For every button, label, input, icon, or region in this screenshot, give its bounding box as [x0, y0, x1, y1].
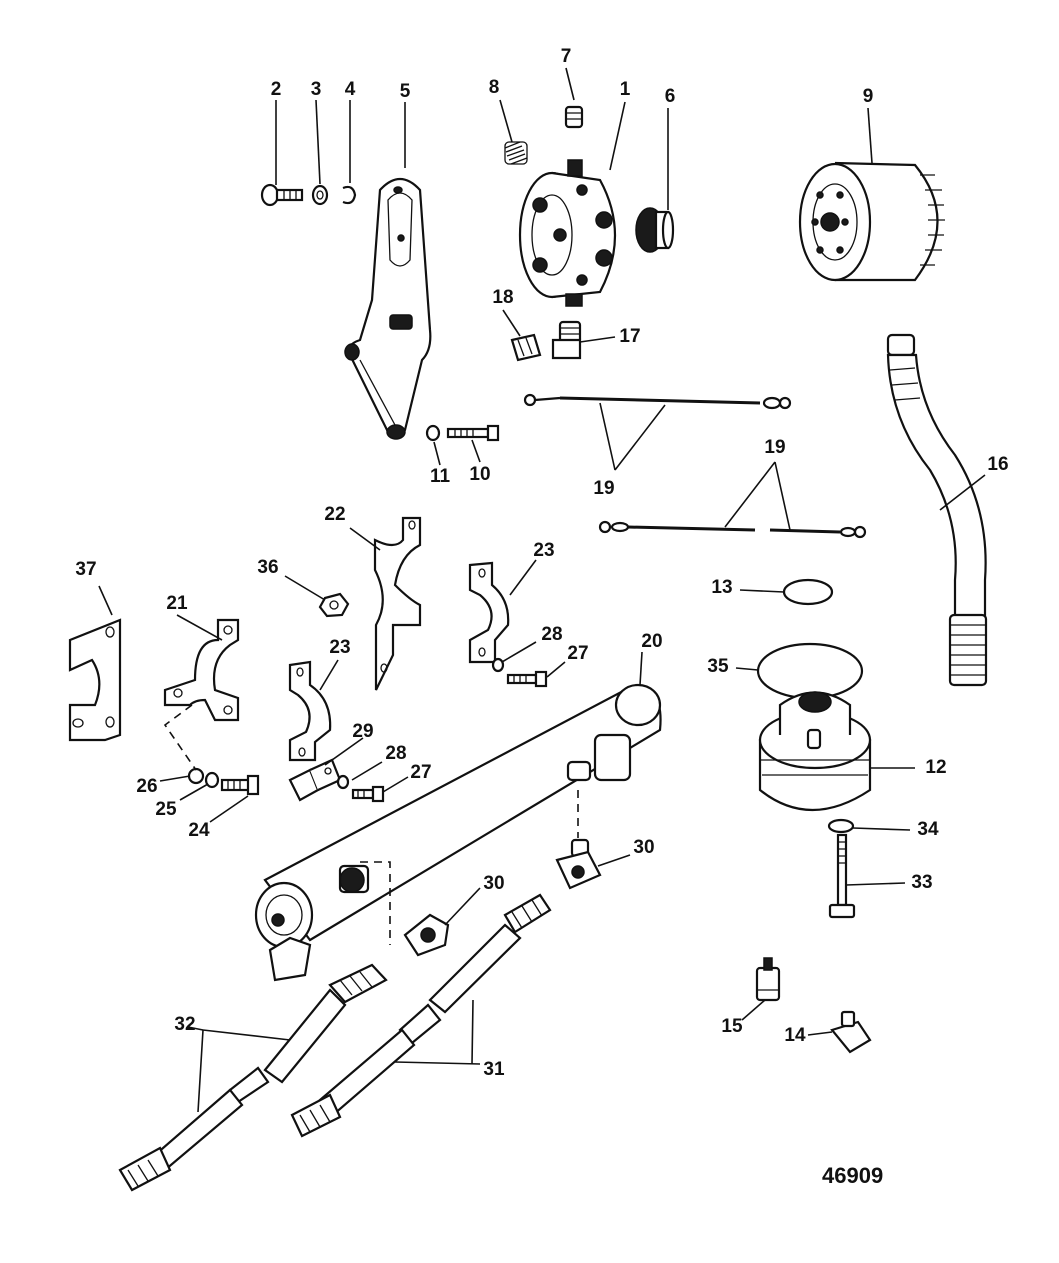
- lock-washer-part-25: [204, 771, 220, 789]
- callout-30-right: 30: [633, 837, 654, 858]
- callout-12: 12: [925, 757, 946, 778]
- callout-15: 15: [721, 1016, 743, 1037]
- bolt-part-2: [260, 183, 304, 207]
- callout-9: 9: [863, 86, 874, 107]
- bolt-part-27-lower: [351, 785, 385, 803]
- bolt-part-33: [828, 833, 856, 919]
- callout-8: 8: [489, 77, 500, 98]
- callout-28-lower: 28: [385, 743, 406, 764]
- callout-20: 20: [641, 631, 662, 652]
- washer-part-28-lower: [336, 774, 350, 790]
- callout-19-lower: 19: [764, 437, 785, 458]
- bracket-part-37: [68, 618, 122, 742]
- nut-part-36: [318, 592, 350, 618]
- callout-17: 17: [619, 326, 640, 347]
- callout-25: 25: [155, 799, 177, 820]
- washer-part-28-upper: [491, 657, 505, 673]
- figure-number: 46909: [822, 1163, 883, 1188]
- callout-4: 4: [345, 79, 356, 100]
- fitting-part-30-center: [403, 913, 450, 957]
- callout-23-lower: 23: [329, 637, 350, 658]
- callout-27-upper: 27: [567, 643, 588, 664]
- callout-11: 11: [430, 466, 451, 487]
- callout-26: 26: [136, 776, 157, 797]
- bolt-part-24: [220, 774, 260, 796]
- callout-22: 22: [324, 504, 345, 525]
- bolt-part-27-upper: [506, 670, 548, 688]
- o-ring-part-35: [756, 642, 864, 700]
- dashed-line-21-26: [163, 704, 197, 771]
- callout-30-center: 30: [483, 873, 504, 894]
- fitting-part-30-right: [555, 838, 602, 890]
- callout-13: 13: [711, 577, 732, 598]
- callout-6: 6: [665, 86, 676, 107]
- clip-part-29: [288, 758, 342, 802]
- fitting-part-14: [830, 1010, 872, 1054]
- clamp-part-23-lower: [288, 660, 332, 762]
- callout-35: 35: [707, 656, 729, 677]
- bracket-part-5: [344, 177, 432, 440]
- oil-filter-part-9: [798, 161, 945, 282]
- bolt-part-10: [446, 424, 500, 442]
- hose-part-31: [290, 893, 552, 1138]
- callout-14: 14: [784, 1025, 806, 1046]
- hose-part-32: [118, 963, 388, 1192]
- washer-part-34: [827, 818, 855, 834]
- callout-7: 7: [561, 46, 572, 67]
- callout-37: 37: [75, 559, 96, 580]
- wire-part-19-lower: [598, 520, 867, 539]
- oil-cooler-part-20: [254, 683, 662, 982]
- o-ring-part-13: [782, 578, 834, 606]
- callout-28-upper: 28: [541, 624, 562, 645]
- leader-lines: [98, 67, 986, 1113]
- clamp-part-21: [163, 618, 240, 722]
- elbow-part-17: [551, 320, 582, 360]
- callout-36: 36: [257, 557, 278, 578]
- callout-21: 21: [166, 593, 188, 614]
- dashed-line-20: [360, 861, 391, 945]
- washer-part-11: [425, 424, 441, 442]
- spring-part-8: [504, 141, 528, 165]
- callout-27-lower: 27: [410, 762, 431, 783]
- adaptor-base-part-12: [758, 691, 872, 812]
- callout-33: 33: [911, 872, 932, 893]
- filter-adaptor-part-1: [518, 159, 617, 307]
- sensor-part-15: [755, 957, 781, 1002]
- wire-part-19-upper: [523, 393, 792, 410]
- callout-3: 3: [311, 79, 322, 100]
- callout-10: 10: [469, 464, 490, 485]
- clamp-part-22: [373, 516, 422, 691]
- hose-part-16: [886, 333, 988, 687]
- callout-29: 29: [352, 721, 373, 742]
- callout-24: 24: [188, 820, 210, 841]
- callout-16: 16: [987, 454, 1008, 475]
- callout-19-upper: 19: [593, 478, 614, 499]
- callout-31: 31: [483, 1059, 505, 1080]
- lock-washer-part-4: [342, 185, 357, 205]
- callouts: 1 2 3 4 5 6 7 8 9 10 11 12 13 14 15 16 1…: [75, 46, 1008, 1080]
- callout-18: 18: [492, 287, 513, 308]
- washer-part-26: [187, 767, 205, 785]
- callout-32: 32: [174, 1014, 195, 1035]
- callout-34: 34: [917, 819, 939, 840]
- callout-2: 2: [271, 79, 282, 100]
- callout-23-upper: 23: [533, 540, 554, 561]
- callout-1: 1: [620, 79, 631, 100]
- plug-part-7: [564, 105, 584, 129]
- clamp-part-23-upper: [468, 561, 510, 664]
- fitting-part-6: [635, 207, 675, 253]
- washer-part-3: [311, 184, 329, 206]
- clip-part-18: [510, 333, 542, 362]
- callout-5: 5: [400, 81, 411, 102]
